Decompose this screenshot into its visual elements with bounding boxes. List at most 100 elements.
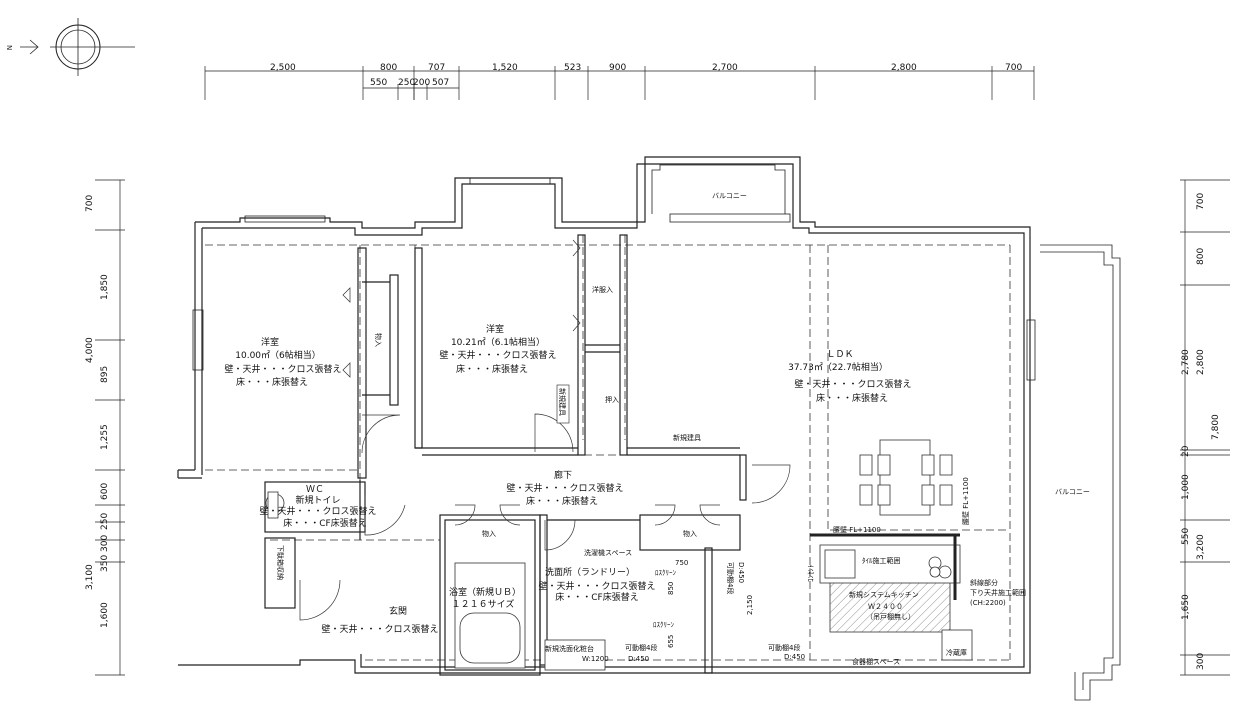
- dim-2150: 2,150: [746, 595, 754, 615]
- stove-burner-icon: [938, 565, 952, 579]
- stove-burner-icon: [929, 566, 941, 578]
- chair: [877, 484, 891, 506]
- hall-name: 廊下: [554, 469, 572, 481]
- kitchen-label: 新規システムキッチン: [849, 590, 919, 599]
- dish-space-label: 食器棚スペース: [852, 657, 900, 666]
- right-dim-11: 300: [1196, 653, 1206, 670]
- room-labels: 洋室 10.00㎡（6帖相当） 壁・天井・・・クロス張替え 床・・・床張替え 洋…: [224, 323, 911, 635]
- right-dim-3: 2,780: [1181, 349, 1191, 375]
- ceiling-label: 斜線部分: [970, 578, 998, 587]
- vanity-label: 新規洗面化粧台: [545, 644, 594, 653]
- ceiling-height: (CH:2200): [970, 599, 1006, 607]
- wc-wall: 壁・天井・・・クロス張替え: [259, 505, 376, 517]
- chair: [859, 484, 873, 506]
- screen2-label: ﾛｽｸﾘｰﾝ: [653, 621, 674, 629]
- room2-name: 洋室: [486, 323, 504, 335]
- right-dim-2: 800: [1196, 248, 1206, 265]
- room1-area: 10.00㎡（6帖相当）: [235, 349, 321, 361]
- compass-icon: N: [5, 18, 135, 76]
- room1-wall: 壁・天井・・・クロス張替え: [224, 363, 341, 375]
- screen1-label: ﾛｽｸﾘｰﾝ: [655, 569, 676, 577]
- top-dim-1: 2,500: [270, 63, 296, 73]
- misc-labels: 物入 洋服入 押入 新規建具 新規建具 物入 物入 洗濯機スペース 下駄箱収納 …: [276, 285, 1026, 666]
- right-dim-6: 7,800: [1211, 414, 1221, 440]
- kitchen-width: Ｗ２４００: [868, 603, 903, 611]
- room2-floor: 床・・・床張替え: [456, 363, 528, 375]
- ldk-area: 37.73㎡（22.7帖相当）: [788, 361, 888, 373]
- dim-750: 750: [675, 559, 688, 567]
- left-dimension-line: 700 1,850 4,000 895 1,255 600 250 300 35…: [85, 179, 125, 676]
- north-label: N: [5, 45, 13, 50]
- sink-icon: [824, 549, 856, 579]
- hall-wall: 壁・天井・・・クロス張替え: [506, 482, 623, 494]
- left-dim-9: 350: [100, 555, 110, 572]
- right-dim-7: 1,000: [1181, 474, 1191, 500]
- shelf3-label: 可動棚4段: [768, 643, 800, 652]
- shelf2-depth: D:450: [737, 562, 745, 583]
- dim-655: 655: [667, 635, 675, 648]
- vanity-icon: [544, 639, 606, 671]
- shelf3-depth: D:450: [784, 653, 805, 661]
- shelf2-label: 可動棚4段: [726, 562, 735, 594]
- wc-name: ＷＣ: [306, 485, 324, 495]
- monoire-b-label: 物入: [683, 529, 697, 538]
- ceiling-note: 下り天井施工範囲: [970, 588, 1026, 597]
- laundry-name: 洗面所（ランドリー）: [545, 566, 635, 578]
- left-dim-8: 300: [100, 535, 110, 552]
- top-dimension-line: 2,500 800 707 1,520 523 900 2,700 2,800 …: [204, 63, 1035, 100]
- left-dim-4: 895: [100, 366, 110, 383]
- left-dim-6: 600: [100, 483, 110, 500]
- new-door-label-vertical: 新規建具: [558, 388, 567, 416]
- laundry-floor: 床・・・CF床張替え: [555, 591, 638, 603]
- wc-fixture: 新規トイレ: [295, 494, 340, 506]
- left-dim-10: 3,100: [85, 564, 95, 590]
- wc-floor: 床・・・CF床張替え: [283, 517, 366, 529]
- bath-fixtures: [265, 491, 606, 671]
- right-dim-5: 20: [1181, 445, 1191, 457]
- top-dim-2: 800: [380, 63, 397, 73]
- ldk-name: ＬＤＫ: [826, 350, 853, 360]
- fridge-label: 冷蔵庫: [946, 648, 967, 657]
- laundry-wall: 壁・天井・・・クロス張替え: [538, 580, 655, 592]
- wall-tile-label: 腰壁 FL+1100: [833, 525, 881, 534]
- vanity-width: W:1200: [582, 655, 609, 663]
- top-dim-5: 523: [564, 63, 581, 73]
- balcony-top: バルコニー: [651, 164, 786, 214]
- left-dim-3: 4,000: [85, 337, 95, 363]
- outlet-label: ｺﾝｾﾝﾄ: [807, 565, 815, 583]
- right-dim-10: 1,650: [1181, 594, 1191, 620]
- room1-floor: 床・・・床張替え: [236, 376, 308, 388]
- room1-name: 洋室: [261, 336, 279, 348]
- right-dimension-line: 700 800 2,780 2,800 20 7,800 1,000 550 3…: [1180, 179, 1230, 676]
- bath-size: １２１６サイズ: [452, 598, 515, 610]
- balcony-top-label: バルコニー: [712, 192, 747, 200]
- dining-set: [859, 439, 953, 516]
- shoe-storage-label: 下駄箱収納: [276, 545, 285, 580]
- interior-walls: [177, 234, 747, 676]
- balcony-right: バルコニー: [1040, 244, 1121, 701]
- chair: [939, 454, 953, 476]
- top-subdim-3: 200: [413, 78, 430, 88]
- left-dim-1: 700: [85, 195, 95, 212]
- entrance-wall: 壁・天井・・・クロス張替え: [321, 623, 438, 635]
- doors: [299, 239, 791, 621]
- entrance-name: 玄関: [389, 605, 407, 617]
- top-dim-6: 900: [609, 63, 626, 73]
- chair: [859, 454, 873, 476]
- right-dim-8: 550: [1181, 528, 1191, 545]
- room2-area: 10.21㎡（6.1帖相当）: [451, 336, 545, 348]
- left-dim-5: 1,255: [100, 424, 110, 450]
- washer-space-label: 洗濯機スペース: [584, 548, 632, 557]
- right-dim-1: 700: [1196, 193, 1206, 210]
- wall-tile-label-2: 腰壁 FL+1100: [961, 477, 970, 525]
- bathtub-icon: [459, 612, 521, 664]
- closet-label: 物入: [374, 333, 383, 347]
- ldk-wall: 壁・天井・・・クロス張替え: [794, 378, 911, 390]
- left-dim-2: 1,850: [100, 274, 110, 300]
- room2-wall: 壁・天井・・・クロス張替え: [439, 349, 556, 361]
- chair: [877, 454, 891, 476]
- hall-floor: 床・・・床張替え: [526, 495, 598, 507]
- top-dim-4: 1,520: [492, 63, 518, 73]
- oshiire-label: 押入: [605, 395, 619, 404]
